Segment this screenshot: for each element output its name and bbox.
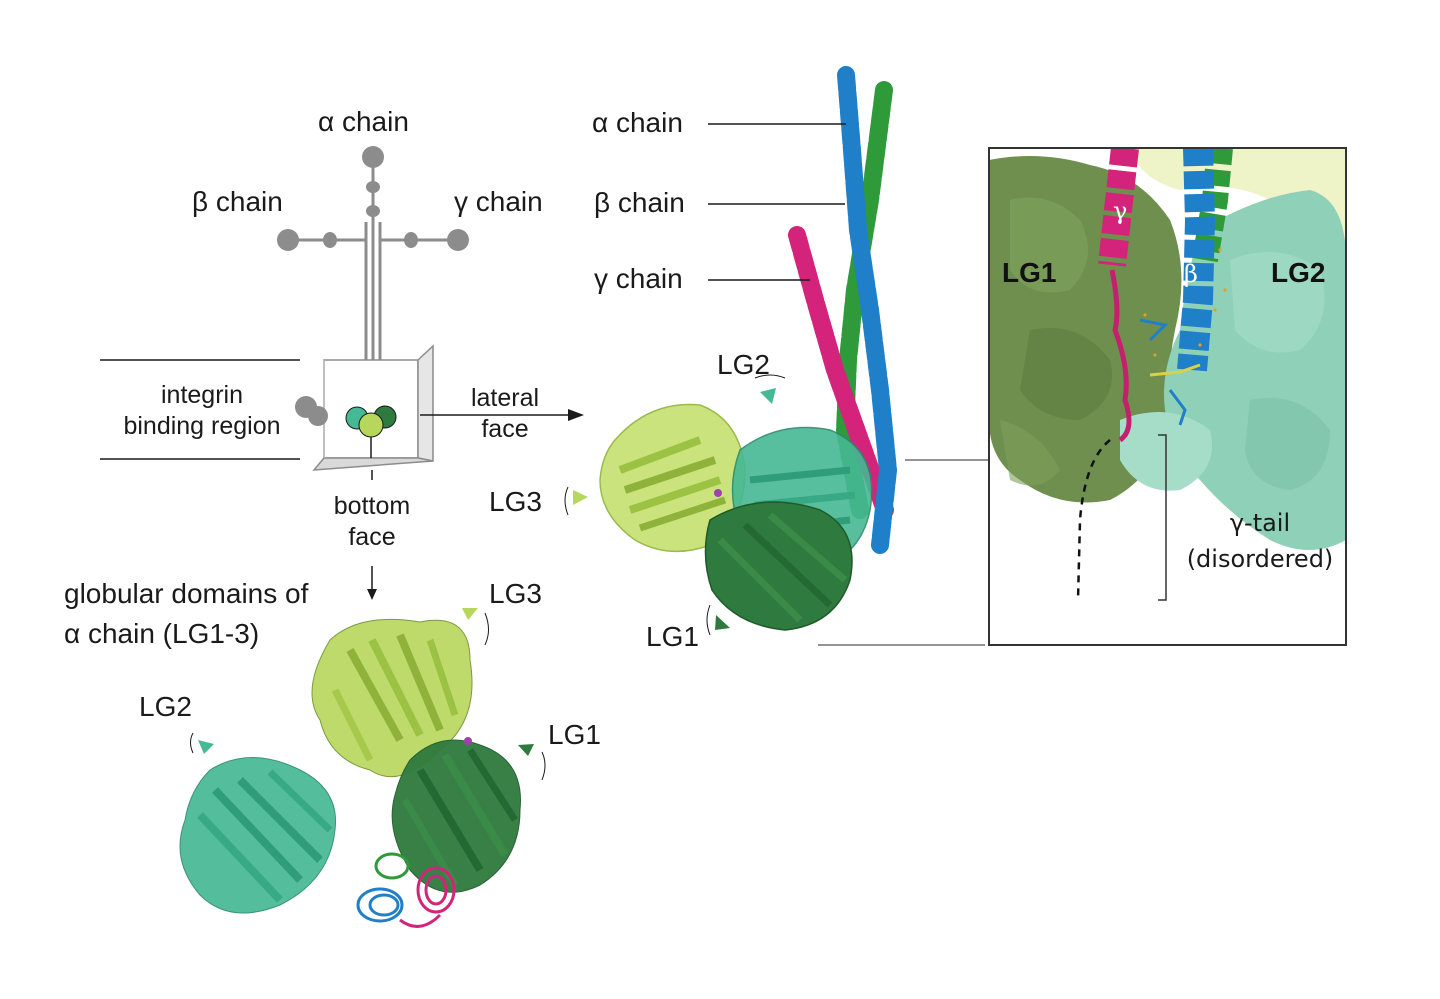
- integrin-binding-region-label: integrin binding region: [102, 380, 302, 443]
- bottom-view-title-line1: globular domains of: [64, 578, 309, 609]
- inset-gamma-helix: [1098, 148, 1139, 267]
- lateral-line1: lateral: [470, 384, 540, 412]
- lateral-gamma-helix: [788, 226, 894, 519]
- alpha-globule-low: [366, 205, 380, 217]
- schematic-beta-chain-label: β chain: [192, 186, 283, 217]
- lateral-lg2-label: LG2: [717, 349, 770, 380]
- bottom-metal-ion: [464, 737, 472, 745]
- bottom-view-structure: [179, 608, 546, 928]
- tail-line1: γ-tail: [1229, 509, 1291, 537]
- lateral-view-structure: [564, 66, 989, 646]
- bottom-coiled-coil: [356, 852, 456, 928]
- lateral-alpha-chain-label: α chain: [592, 107, 683, 138]
- side-globule-2: [308, 406, 328, 426]
- lateral-lg1-label: LG1: [646, 621, 699, 652]
- gamma-globule-mid: [404, 232, 418, 248]
- inset-beta-label: β: [1184, 260, 1198, 288]
- bottom-lg3-label: LG3: [489, 578, 542, 609]
- integrin-region-box: [312, 344, 434, 471]
- lateral-lg-markers: [564, 374, 786, 636]
- gamma-globule-end: [447, 229, 469, 251]
- lateral-lg3-domain: [599, 403, 746, 553]
- alpha-globule-top: [362, 146, 384, 168]
- lg3-sphere: [358, 412, 384, 438]
- lateral-face-label: lateral face: [455, 383, 555, 446]
- inset-alpha-helix: [1177, 148, 1216, 372]
- bottom-lg3-domain: [311, 618, 473, 778]
- lateral-lg1-domain: [704, 501, 853, 631]
- inset-tail-bracket: [1158, 434, 1167, 601]
- bottom-lg-markers: [190, 608, 546, 781]
- lateral-beta-chain-label: β chain: [594, 187, 685, 218]
- bottom-lg2-domain: [179, 757, 337, 914]
- alpha-globule-mid: [366, 181, 380, 193]
- inset-gamma-tail-label: γ-tail (disordered): [1172, 505, 1348, 577]
- lateral-line2: face: [481, 415, 529, 444]
- inset-gamma-tail-dashed: [1076, 439, 1111, 601]
- inset-lg2-label: LG2: [1271, 257, 1326, 288]
- lateral-metal-ion: [714, 489, 722, 497]
- bottom-face-arrow: [367, 566, 377, 600]
- lateral-lg3-label: LG3: [489, 486, 542, 517]
- inset-gamma-label: γ: [1113, 197, 1128, 225]
- bottom-face-label: bottom face: [322, 491, 422, 554]
- bottom-lg1-domain: [391, 739, 521, 893]
- tail-line2: (disordered): [1186, 545, 1334, 573]
- bottom-lg2-label: LG2: [139, 691, 192, 722]
- inset-panel: [988, 147, 1347, 646]
- laminin-schematic: [100, 146, 584, 600]
- schematic-gamma-chain-label: γ chain: [454, 186, 543, 217]
- integrin-line2: binding region: [123, 412, 281, 441]
- integrin-line1: integrin: [161, 381, 243, 409]
- inset-lg1-label: LG1: [1002, 257, 1057, 288]
- bottom-view-title-line2: α chain (LG1-3): [64, 618, 260, 649]
- beta-globule-end: [277, 229, 299, 251]
- bottom-line1: bottom: [333, 492, 411, 520]
- lateral-face-arrow: [420, 409, 584, 421]
- lateral-gamma-chain-label: γ chain: [594, 263, 683, 294]
- lateral-alpha-helix: [837, 66, 898, 554]
- beta-globule-mid: [323, 232, 337, 248]
- bottom-line2: face: [348, 523, 396, 552]
- bottom-lg1-label: LG1: [548, 719, 601, 750]
- schematic-alpha-chain-label: α chain: [318, 106, 409, 137]
- inset-frame: [988, 147, 1347, 646]
